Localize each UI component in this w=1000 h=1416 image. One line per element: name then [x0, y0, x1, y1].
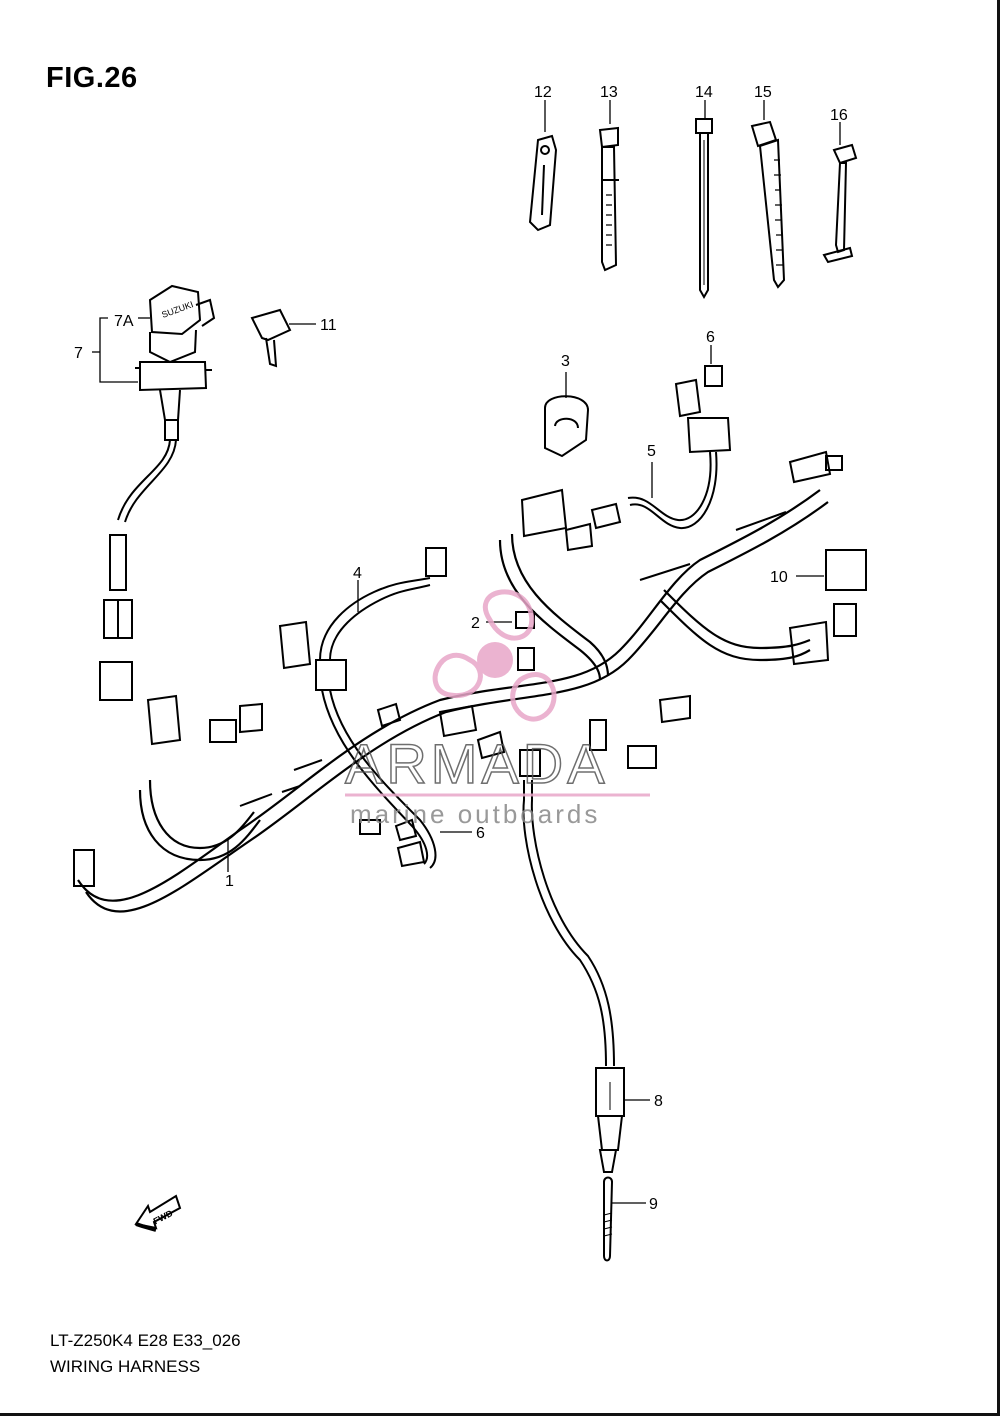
forward-arrow: FWD: [134, 1194, 182, 1232]
part-12-clamp: [528, 134, 558, 232]
page-border-right: [997, 0, 1000, 1416]
callout-3: 3: [561, 353, 570, 370]
harness-branch-connectors: [73, 450, 867, 887]
callout-2: 2: [471, 615, 480, 632]
callout-6-bottom: 6: [476, 825, 485, 842]
part-13-band: [598, 126, 619, 272]
harness-part-4: [319, 577, 437, 869]
callout-7a: 7A: [114, 313, 134, 330]
watermark-brand: ARMADA: [345, 732, 609, 795]
part-14-cable-tie: [695, 118, 713, 300]
callout-16: 16: [830, 107, 848, 124]
callout-9: 9: [649, 1196, 658, 1213]
part-5-sub-harness: [590, 451, 718, 530]
page-border-bottom: [0, 1413, 1000, 1416]
switch-brand-label: SUZUKI: [160, 299, 194, 320]
callout-5: 5: [647, 443, 656, 460]
oxygen-sensor-lead: [522, 780, 615, 1067]
leader-lines: [227, 100, 841, 872]
figure-name: WIRING HARNESS: [50, 1357, 201, 1376]
callout-7: 7: [74, 345, 83, 362]
callout-4: 4: [353, 565, 362, 582]
callout-6-top: 6: [706, 329, 715, 346]
armada-watermark: ARMADA marine outboards: [344, 589, 650, 829]
callout-11: 11: [320, 317, 337, 334]
watermark-tagline: marine outboards: [350, 799, 600, 829]
part-9-gasket: [603, 1176, 646, 1262]
part-8-sensor: [595, 1067, 650, 1173]
ignition-switch-assembly: [103, 284, 216, 639]
callout-10: 10: [770, 569, 788, 586]
part-1-main-harness: [77, 489, 829, 913]
callout-14: 14: [695, 84, 713, 101]
part-15-cable-tie: [750, 120, 786, 289]
part-6-fuse-holder: [674, 345, 732, 454]
callout-13: 13: [600, 84, 618, 101]
propeller-logo-icon: [432, 589, 557, 722]
figure-code: LT-Z250K4 E28 E33_026: [50, 1331, 241, 1350]
part-11-key: [250, 308, 292, 368]
callout-12: 12: [534, 84, 552, 101]
part-3-clamp: [544, 372, 590, 458]
callout-8: 8: [654, 1093, 663, 1110]
part-16-clip: [822, 143, 858, 264]
figure-title: FIG.26: [46, 62, 138, 94]
callout-1: 1: [225, 873, 234, 890]
callout-15: 15: [754, 84, 772, 101]
leader-bracket-7: [92, 317, 316, 383]
